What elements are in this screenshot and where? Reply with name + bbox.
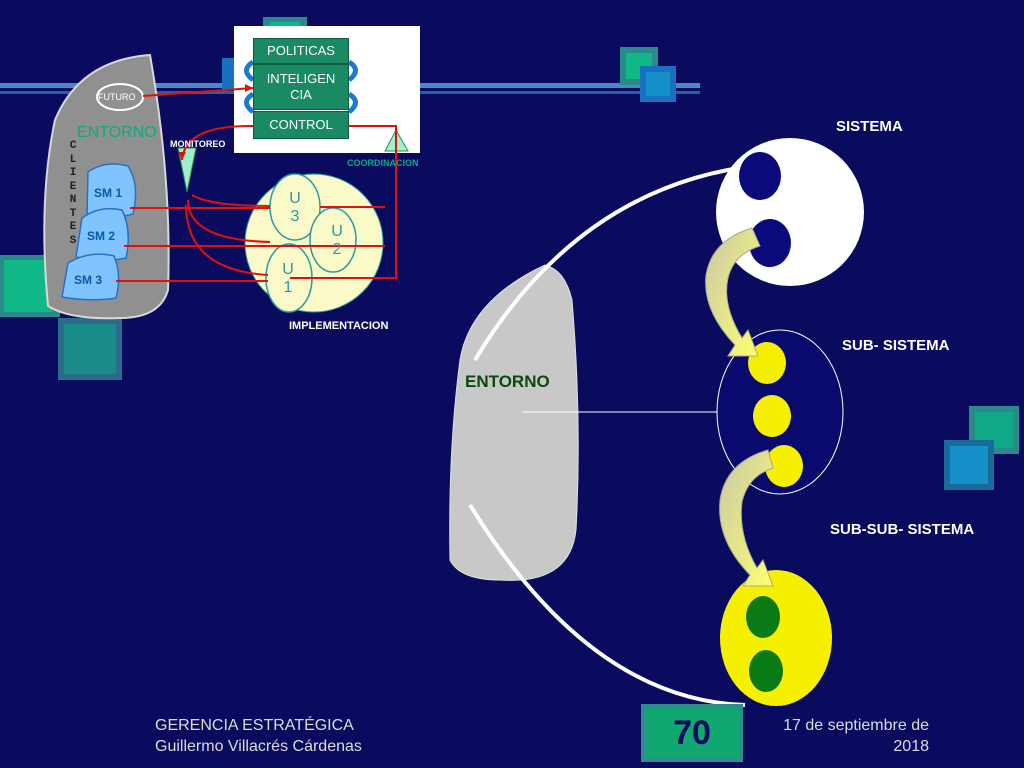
feedback-loops: [244, 59, 358, 114]
footer-date: 17 de septiembre de 2018: [783, 715, 929, 757]
clientes-letter: E: [69, 180, 77, 193]
futuro-label: FUTURO: [98, 92, 136, 102]
footer-title: GERENCIA ESTRATÉGICA: [155, 717, 354, 734]
unit-label-2: U 2: [329, 223, 345, 259]
segment-label-1: SM 1: [94, 186, 123, 200]
clientes-letter: E: [69, 221, 77, 233]
entorno-shape-right: [449, 264, 579, 581]
sistema-label: SISTEMA: [836, 118, 903, 135]
entorno-right-label: ENTORNO: [465, 372, 550, 391]
sistema-inner-2: [749, 219, 791, 267]
sub-sub-sistema-label: SUB-SUB- SISTEMA: [830, 521, 975, 538]
clientes-vertical-label: C L I E N T E S: [67, 140, 79, 248]
coordinacion-label: COORDINACION: [347, 158, 419, 168]
entorno-left-label: ENTORNO: [77, 124, 157, 141]
subsubsistema-circle: [720, 570, 832, 706]
clientes-letter: L: [69, 153, 77, 166]
implementacion-label: IMPLEMENTACION: [289, 320, 389, 332]
footer-left: GERENCIA ESTRATÉGICA Guillermo Villacrés…: [155, 715, 362, 757]
unit-number: 1: [283, 279, 293, 296]
footer-date-line1: 17 de septiembre de: [783, 717, 929, 734]
page-number: 70: [641, 704, 743, 762]
unit-number: 2: [332, 241, 342, 258]
unit-number: 3: [290, 208, 300, 225]
clientes-letter: C: [69, 140, 77, 152]
unit-label-3: U 3: [287, 190, 303, 226]
footer-author: Guillermo Villacrés Cárdenas: [155, 738, 362, 755]
clientes-letter: T: [69, 207, 77, 220]
subsistema-inner-1: [748, 342, 786, 384]
unit-letter: U: [331, 223, 343, 240]
link-entorno-sistema: [473, 163, 761, 362]
sistema-inner-1: [739, 152, 781, 200]
monitoreo-label: MONITOREO: [170, 139, 226, 149]
unit-label-1: U 1: [280, 261, 296, 297]
connector-arrowheads: [178, 84, 253, 160]
futuro-oval: [96, 83, 144, 111]
subsistema-inner-3: [765, 445, 803, 487]
sub-sistema-label: SUB- SISTEMA: [842, 337, 950, 354]
box-control: CONTROL: [253, 111, 349, 139]
link-entorno-subsubsistema: [468, 503, 746, 707]
zoom-arrow-1: [705, 227, 761, 357]
sistema-circle: [716, 138, 864, 286]
segment-label-2: SM 2: [87, 229, 116, 243]
subsistema-inner-2: [753, 395, 791, 437]
clientes-letter: I: [69, 167, 77, 179]
unit-letter: U: [282, 261, 294, 278]
subsubsistema-inner-2: [749, 650, 783, 692]
zoom-arrow-2: [719, 449, 774, 587]
clientes-letter: N: [69, 194, 77, 206]
right-diagram: [449, 138, 864, 707]
unit-letter: U: [289, 190, 301, 207]
clientes-letter: S: [69, 234, 77, 247]
segment-shape-3: [61, 253, 120, 301]
footer-date-line2: 2018: [893, 738, 929, 755]
box-politicas: POLITICAS: [253, 38, 349, 64]
subsubsistema-inner-1: [746, 596, 780, 638]
box-inteligencia: INTELIGEN CIA: [253, 64, 349, 110]
segment-label-3: SM 3: [74, 273, 103, 287]
